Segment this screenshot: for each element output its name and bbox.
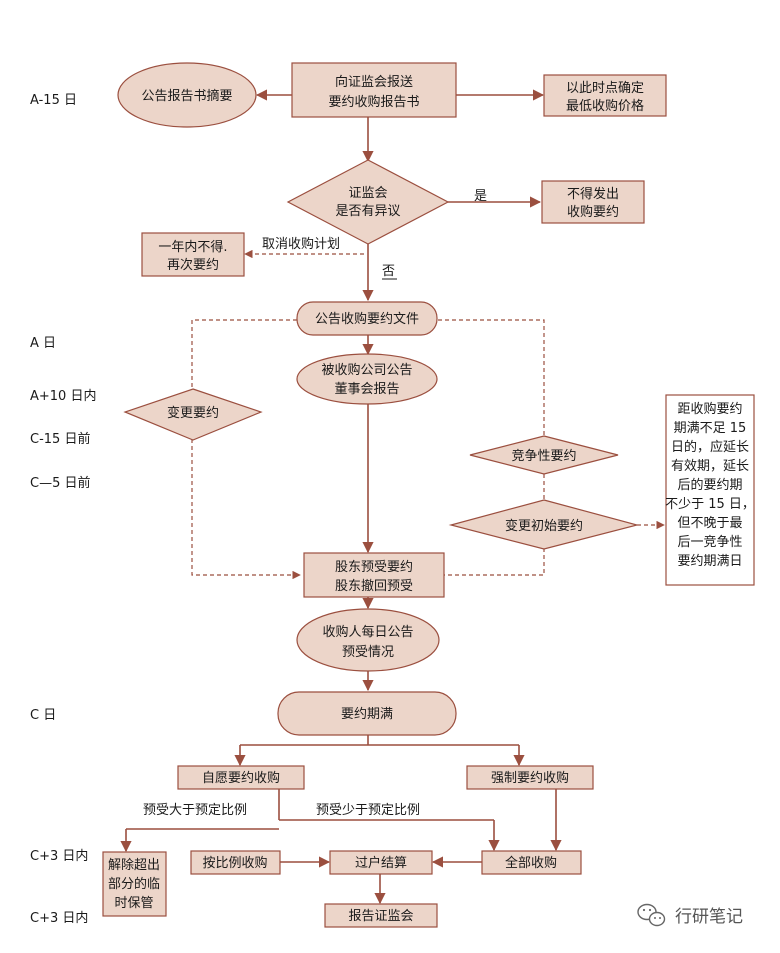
extension-note-line-4: 有效期，延长 xyxy=(671,459,749,474)
timeline-c-minus-5: C—5 日前 xyxy=(30,475,90,491)
node-announce-offer-text: 公告收购要约文件 xyxy=(315,311,419,327)
node-release-line3: 时保管 xyxy=(114,896,153,911)
node-one-year-line1: 一年内不得. xyxy=(158,239,227,255)
node-release-line1: 解除超出 xyxy=(108,858,160,873)
extension-note-line-7: 但不晚于最 xyxy=(677,516,742,531)
timeline-a: A 日 xyxy=(30,336,56,351)
node-one-year-line2: 再次要约 xyxy=(167,257,219,273)
extension-note-line-6: 不少于 15 日， xyxy=(665,497,755,512)
node-report-line2: 要约收购报告书 xyxy=(328,94,419,110)
node-objection-line1: 证监会 xyxy=(348,186,387,201)
node-announce-offer xyxy=(296,301,438,336)
edge-label-no: 否 xyxy=(382,264,395,279)
node-min-price-line1: 以此时点确定 xyxy=(566,81,644,96)
wechat-icon xyxy=(637,903,666,927)
node-voluntary xyxy=(177,765,305,790)
extension-note-line-9: 要约期满日 xyxy=(677,554,742,569)
node-expiry xyxy=(277,691,457,736)
extension-note-line-3: 日的，应延长 xyxy=(671,439,749,455)
timeline-a-minus-15: A-15 日 xyxy=(30,93,77,108)
node-change-initial-text: 变更初始要约 xyxy=(505,518,583,534)
node-no-offer-line2: 收购要约 xyxy=(567,204,619,220)
timeline-c: C 日 xyxy=(30,708,56,723)
node-min-price-line2: 最低收购价格 xyxy=(566,98,644,114)
node-daily-line1: 收购人每日公告 xyxy=(322,624,413,640)
node-board-line1: 被收购公司公告 xyxy=(321,362,412,378)
node-settlement-text: 过户结算 xyxy=(355,855,407,871)
node-min-price xyxy=(543,74,667,117)
node-no-offer xyxy=(541,180,645,224)
node-board xyxy=(296,353,438,405)
edge-announce-change-loop xyxy=(191,319,301,580)
node-shareholders-line2: 股东撤回预受 xyxy=(335,578,413,594)
node-report-line1: 向证监会报送 xyxy=(335,74,413,90)
node-pro-rata xyxy=(190,850,281,875)
extension-note-line-2: 期满不足 15 xyxy=(674,421,747,436)
node-report-csrc xyxy=(324,903,438,928)
edge-change-initial-shareholders xyxy=(435,548,545,580)
node-competing-offer xyxy=(469,435,619,475)
node-settlement xyxy=(329,850,433,875)
node-extension-note xyxy=(665,394,755,586)
edge-label-more-than: 预受大于预定比例 xyxy=(143,803,247,818)
timeline-c-plus-3-b: C+3 日内 xyxy=(30,910,88,926)
extension-note-line-8: 后一竞争性 xyxy=(677,534,742,550)
node-expiry-text: 要约期满 xyxy=(341,707,393,722)
node-no-offer-line1: 不得发出 xyxy=(567,186,619,202)
watermark-text: 行研笔记 xyxy=(675,907,743,927)
node-report xyxy=(291,62,457,118)
node-voluntary-text: 自愿要约收购 xyxy=(202,770,280,786)
edge-label-cancel: 取消收购计划 xyxy=(262,236,340,252)
timeline-c-minus-15: C-15 日前 xyxy=(30,431,90,447)
node-mandatory-text: 强制要约收购 xyxy=(491,770,569,786)
extension-note-line-5: 后的要约期 xyxy=(677,477,742,493)
node-shareholders-line1: 股东预受要约 xyxy=(335,560,413,575)
node-release xyxy=(102,851,167,917)
node-pro-rata-text: 按比例收购 xyxy=(202,855,267,871)
node-change-offer xyxy=(123,388,263,441)
node-summary-text: 公告报告书摘要 xyxy=(141,88,232,104)
node-daily xyxy=(296,608,440,672)
edge-announce-competing-loop xyxy=(438,319,545,436)
node-objection-line2: 是否有异议 xyxy=(335,204,400,219)
timeline-a-plus-10: A+10 日内 xyxy=(30,388,96,404)
node-shareholders xyxy=(303,552,445,598)
node-change-initial xyxy=(448,499,640,550)
node-competing-offer-text: 竞争性要约 xyxy=(511,448,576,464)
node-summary xyxy=(117,62,257,128)
node-full-purchase xyxy=(481,850,582,875)
edge-label-yes: 是 xyxy=(474,189,487,204)
node-board-line2: 董事会报告 xyxy=(334,382,399,397)
node-one-year xyxy=(141,232,245,277)
node-daily-line2: 预受情况 xyxy=(342,645,394,660)
node-mandatory xyxy=(466,765,594,790)
extension-note-line-1: 距收购要约 xyxy=(677,401,742,417)
node-change-offer-text: 变更要约 xyxy=(167,405,219,421)
edge-label-less-than: 预受少于预定比例 xyxy=(316,803,420,818)
node-objection xyxy=(286,159,450,245)
node-full-purchase-text: 全部收购 xyxy=(505,855,557,871)
timeline-c-plus-3-a: C+3 日内 xyxy=(30,848,88,864)
node-report-csrc-text: 报告证监会 xyxy=(348,909,413,924)
node-release-line2: 部分的临 xyxy=(108,876,160,892)
